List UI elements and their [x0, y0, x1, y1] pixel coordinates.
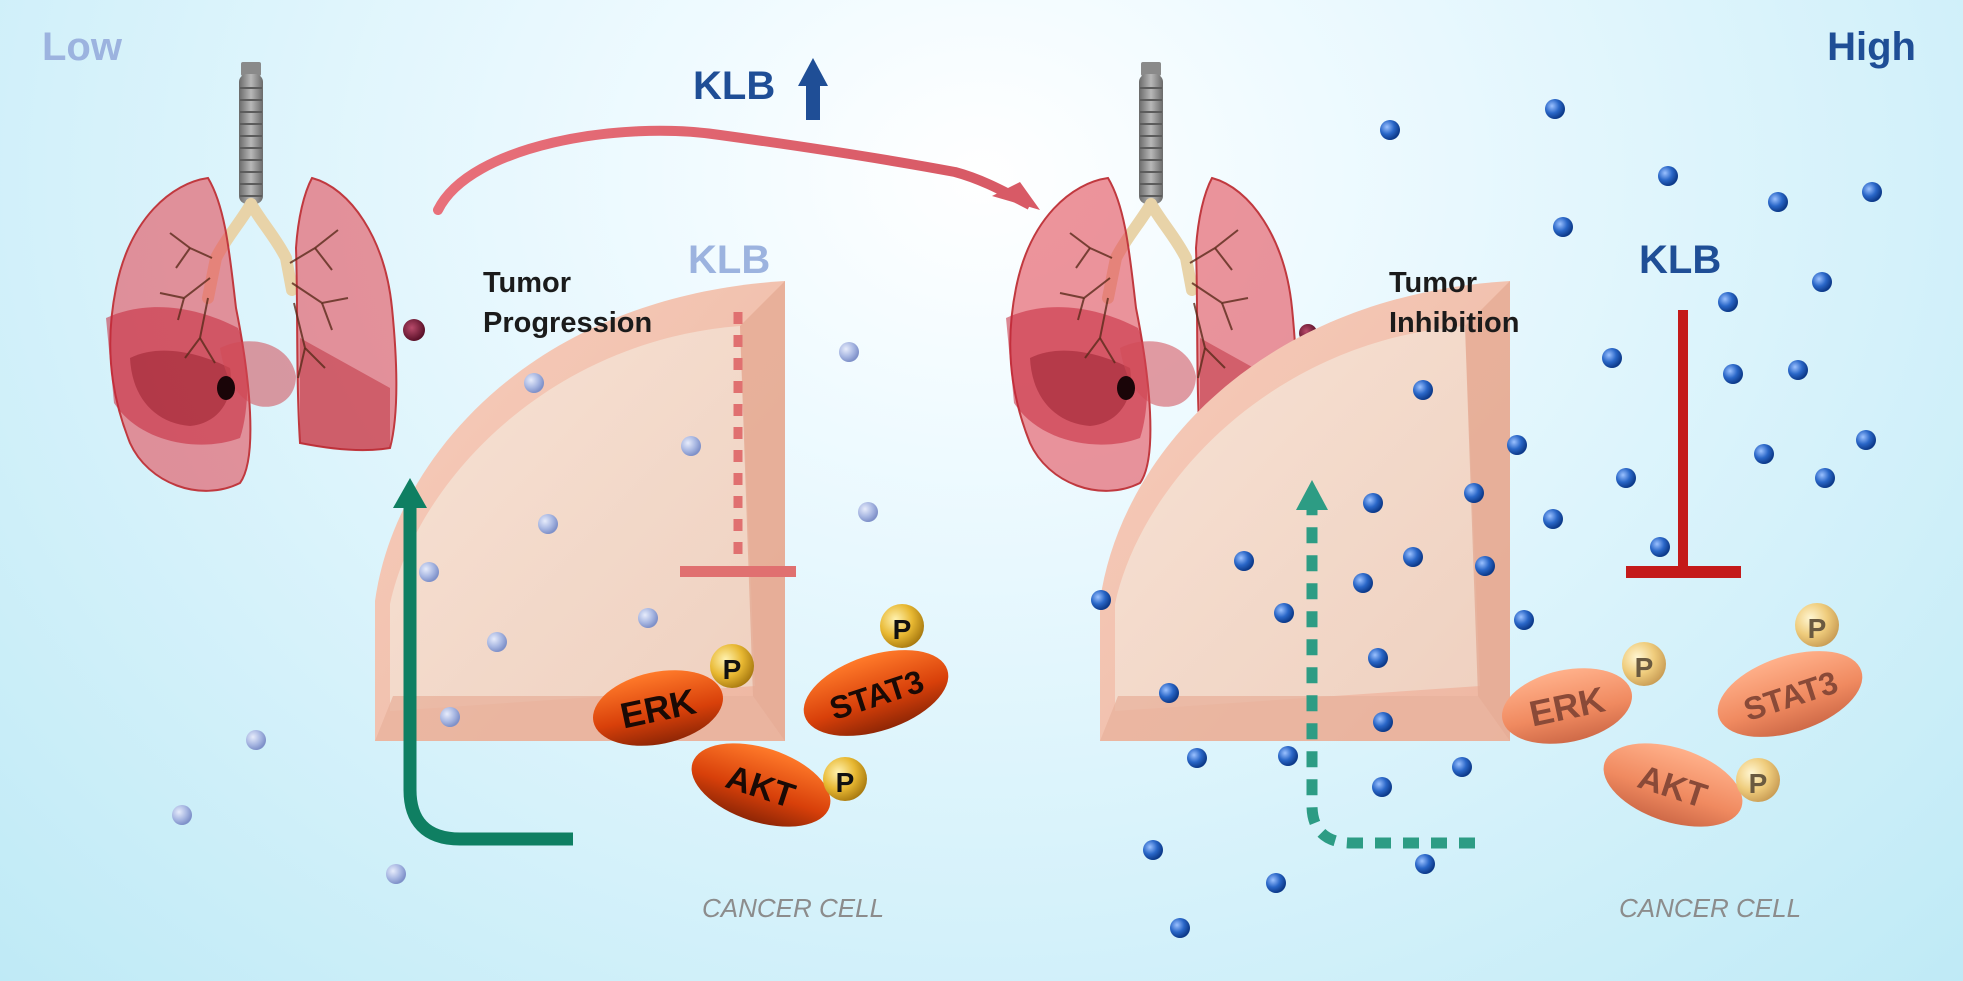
tumor-inhibition-line2: Inhibition [1389, 307, 1520, 339]
up-arrow-icon [798, 58, 828, 120]
tumor-progression-line2: Progression [483, 307, 653, 339]
akt-protein-right: AKT [1603, 743, 1743, 827]
klb-high-label: KLB [1639, 238, 1722, 282]
svg-text:P: P [893, 614, 912, 645]
low-label: Low [42, 25, 122, 69]
svg-text:P: P [836, 767, 855, 798]
tumor-inhibition-label: Tumor Inhibition [1389, 263, 1519, 343]
inhibition-bar-icon-left [680, 566, 796, 577]
klb-low-label: KLB [688, 238, 771, 282]
erk-protein-right: ERK [1502, 668, 1632, 744]
progression-arrow [403, 505, 573, 846]
phospho-akt-right: P [1736, 758, 1780, 802]
klb-particles-high [1091, 99, 1882, 938]
stat3-protein-right: STAT3 [1717, 651, 1863, 737]
cancer-cell-label-left: CANCER CELL [702, 893, 885, 923]
stat3-protein-left: STAT3 [803, 650, 949, 736]
tumor-inhibition-line1: Tumor [1389, 267, 1478, 299]
phospho-stat3-left: P [880, 604, 924, 648]
tumor-progression-label: Tumor Progression [483, 263, 652, 343]
phospho-akt-left: P [823, 757, 867, 801]
klb-increase-label: KLB [693, 64, 776, 108]
cancer-cell-label-right: CANCER CELL [1619, 893, 1802, 923]
lungs-icon-left [106, 62, 396, 491]
high-label: High [1827, 25, 1916, 69]
phospho-erk-left: P [710, 644, 754, 688]
erk-protein-left: ERK [593, 670, 723, 746]
phospho-stat3-right: P [1795, 603, 1839, 647]
akt-protein-left: AKT [691, 743, 831, 827]
tumor-nodule-icon-left [403, 319, 425, 341]
klb-particles-low [172, 342, 878, 884]
svg-text:P: P [1808, 613, 1827, 644]
transition-arc-arrow [433, 125, 960, 215]
inhibition-bar-icon-right [1626, 566, 1741, 578]
svg-text:P: P [1635, 652, 1654, 683]
blocked-progression-arrow [1306, 510, 1475, 849]
svg-text:P: P [1749, 768, 1768, 799]
phospho-erk-right: P [1622, 642, 1666, 686]
tumor-progression-line1: Tumor [483, 267, 572, 299]
svg-text:P: P [723, 654, 742, 685]
